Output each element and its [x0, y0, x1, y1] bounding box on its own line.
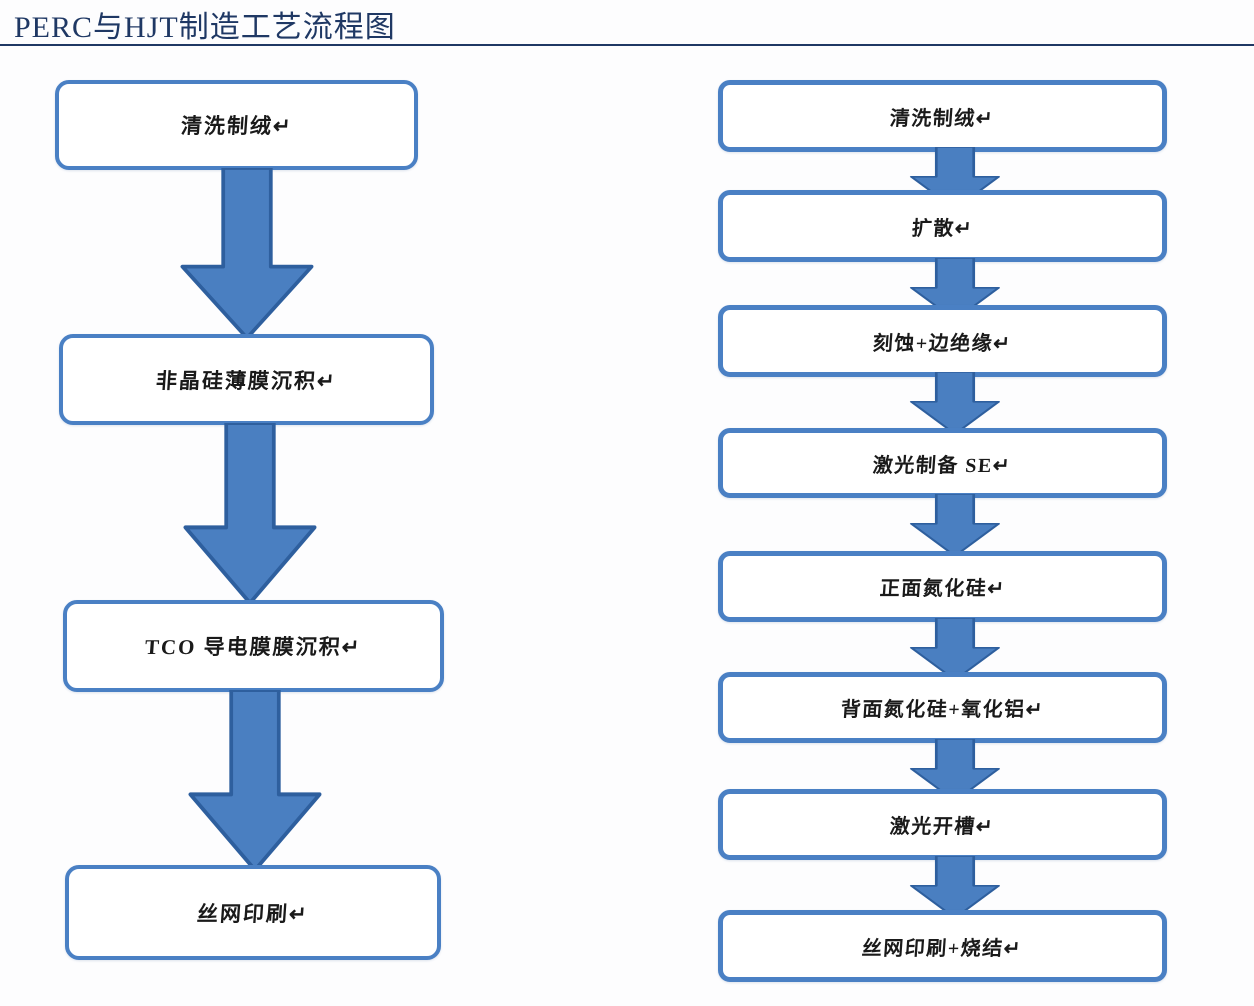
flow-node-hjt-1[interactable]: 清洗制绒↵ [55, 80, 418, 170]
flow-node-perc-4[interactable]: 激光制备 SE↵ [718, 428, 1167, 498]
down-arrow-icon-perc-6-7 [903, 739, 1007, 801]
flow-node-perc-5[interactable]: 正面氮化硅↵ [718, 551, 1167, 622]
flow-node-label: 激光制备 SE↵ [872, 454, 1013, 477]
flow-node-perc-3[interactable]: 刻蚀+边绝缘↵ [718, 305, 1167, 377]
flow-node-hjt-4[interactable]: 丝网印刷↵ [65, 865, 441, 960]
flow-node-hjt-3[interactable]: TCO 导电膜膜沉积↵ [63, 600, 444, 692]
page-title: PERC与HJT制造工艺流程图 [14, 11, 396, 44]
flow-node-label: TCO 导电膜膜沉积↵ [144, 635, 363, 659]
flow-node-label: 激光开槽↵ [889, 816, 996, 838]
flow-node-perc-6[interactable]: 背面氮化硅+氧化铝↵ [718, 672, 1167, 743]
flow-node-hjt-2[interactable]: 非晶硅薄膜沉积↵ [59, 334, 434, 425]
down-arrow-icon-perc-7-8 [903, 856, 1007, 918]
down-arrow-icon-perc-3-4 [903, 372, 1007, 434]
flow-node-perc-8[interactable]: 丝网印刷+烧结↵ [718, 910, 1167, 982]
flow-node-perc-1[interactable]: 清洗制绒↵ [718, 80, 1167, 152]
title-divider [0, 44, 1254, 46]
down-arrow-icon-hjt-3-4 [170, 690, 340, 870]
flow-node-label: 正面氮化硅↵ [878, 578, 1006, 600]
flow-node-label: 清洗制绒↵ [179, 114, 294, 138]
flow-node-label: 非晶硅薄膜沉积↵ [155, 368, 338, 393]
flow-node-label: 背面氮化硅+氧化铝↵ [839, 699, 1045, 721]
down-arrow-icon-perc-2-3 [903, 258, 1007, 320]
down-arrow-icon-perc-4-5 [903, 494, 1007, 556]
down-arrow-icon-perc-5-6 [903, 618, 1007, 680]
down-arrow-icon-hjt-2-3 [165, 423, 335, 603]
down-arrow-icon-hjt-1-2 [162, 168, 332, 338]
flow-node-label: 丝网印刷↵ [196, 901, 310, 926]
flow-node-label: 扩散↵ [910, 217, 974, 240]
flow-node-perc-7[interactable]: 激光开槽↵ [718, 789, 1167, 860]
flow-node-label: 清洗制绒↵ [889, 107, 996, 130]
flow-node-label: 刻蚀+边绝缘↵ [872, 332, 1013, 355]
flow-node-label: 丝网印刷+烧结↵ [861, 937, 1024, 960]
flow-node-perc-2[interactable]: 扩散↵ [718, 190, 1167, 262]
